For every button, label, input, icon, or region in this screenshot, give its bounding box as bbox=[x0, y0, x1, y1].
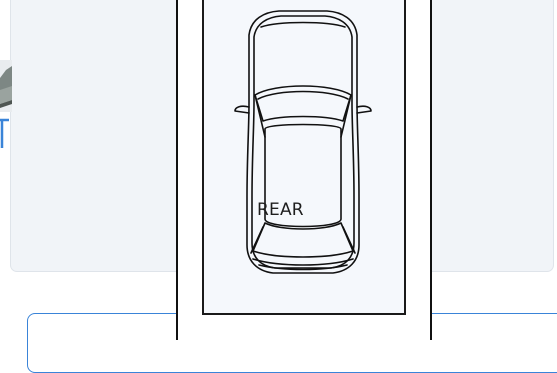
shoe-thumbnail-icon bbox=[0, 60, 12, 112]
product-thumbnail[interactable] bbox=[0, 60, 12, 112]
selection-bracket-icon bbox=[0, 118, 9, 150]
rear-label: REAR bbox=[257, 200, 304, 220]
car-top-view-icon bbox=[229, 7, 377, 279]
